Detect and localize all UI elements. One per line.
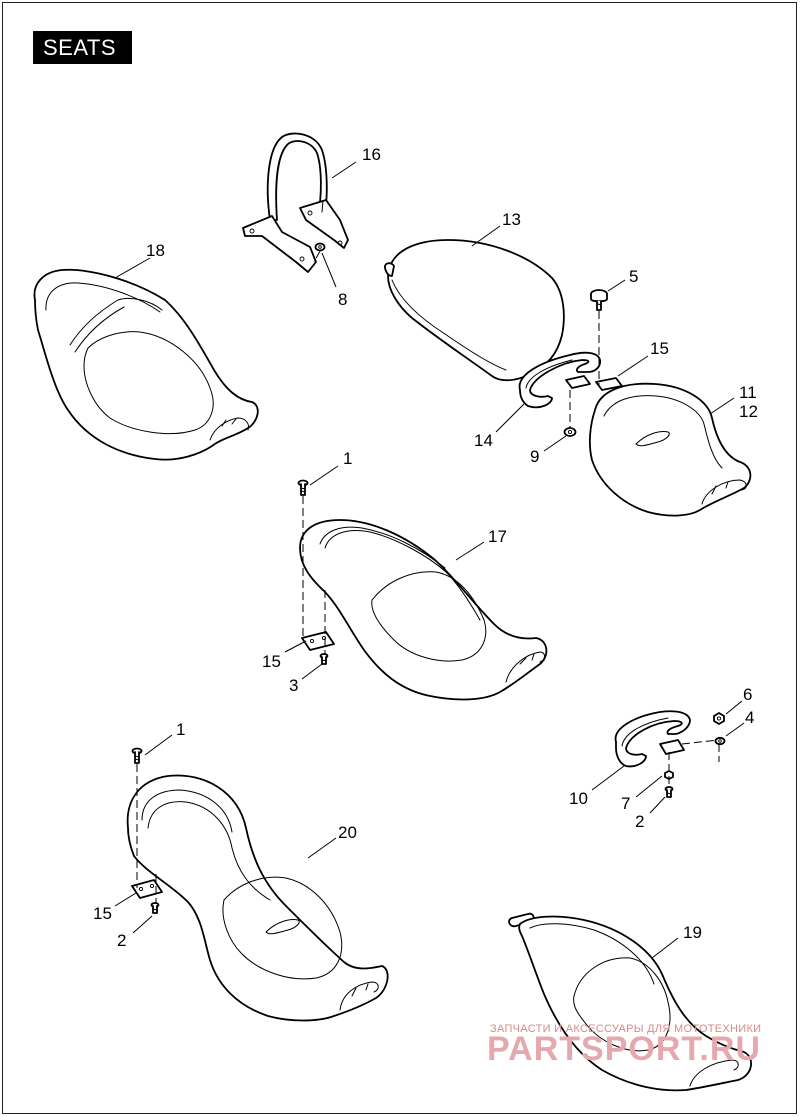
callout-15-middle: 15 [262,652,281,671]
callout-5: 5 [629,267,638,286]
part-6-nut[interactable] [713,712,725,725]
callout-2-right: 2 [635,812,644,831]
part-10-seat-strap[interactable] [614,710,691,768]
part-11-12-solo-seat[interactable] [588,382,752,517]
part-15-bracket-middle[interactable] [301,631,335,651]
part-17-two-up-seat[interactable] [299,519,548,701]
callout-11: 11 [739,383,757,402]
part-9-washer[interactable] [563,427,577,437]
part-13-passenger-pillion[interactable] [384,239,565,382]
callout-2-left: 2 [117,931,126,950]
callout-20: 20 [338,823,357,842]
callout-labels: 16 8 18 13 5 15 11 12 14 9 1 17 15 3 1 2… [93,145,758,950]
watermark-tagline: ЗАПЧАСТИ И АКСЕССУАРЫ ДЛЯ МОТОТЕХНИКИ [490,1023,762,1035]
part-3-screw[interactable] [319,653,329,665]
callout-9: 9 [530,447,539,466]
part-16-backrest-upright[interactable] [242,132,349,273]
part-2-screw-left[interactable] [150,902,160,914]
page-title: SEATS [33,31,132,64]
assembly-lines [136,250,720,903]
part-8-washer[interactable] [314,242,326,252]
callout-4: 4 [745,708,754,727]
callout-16: 16 [362,145,381,164]
callout-12: 12 [739,402,758,421]
part-5-seat-knob[interactable] [590,289,608,311]
part-19-solo-seat[interactable] [508,912,752,1092]
part-15-bracket-lower[interactable] [131,879,163,899]
callout-15-lower: 15 [93,904,112,923]
callout-7: 7 [621,794,630,813]
callout-1-upper: 1 [343,449,352,468]
part-1-screw-lower[interactable] [131,747,143,764]
callout-15-upper: 15 [650,339,669,358]
part-2-screw-right[interactable] [664,786,674,798]
part-14-passenger-strap[interactable] [518,351,601,409]
callout-8: 8 [338,290,347,309]
leader-lines [114,161,745,959]
watermark-brand: PARTSPORT.RU [487,1030,761,1068]
part-1-screw-upper[interactable] [297,479,309,496]
callout-17: 17 [488,527,507,546]
part-4-washer[interactable] [714,736,726,746]
callout-13: 13 [502,210,521,229]
callout-10: 10 [569,789,588,808]
callout-14: 14 [474,431,493,450]
callout-3: 3 [289,676,298,695]
part-20-two-up-seat[interactable] [126,774,389,1022]
callout-1-lower: 1 [176,720,185,739]
callout-6: 6 [743,685,752,704]
callout-19: 19 [683,923,702,942]
callout-18: 18 [146,241,165,260]
part-18-touring-seat[interactable] [33,268,259,461]
